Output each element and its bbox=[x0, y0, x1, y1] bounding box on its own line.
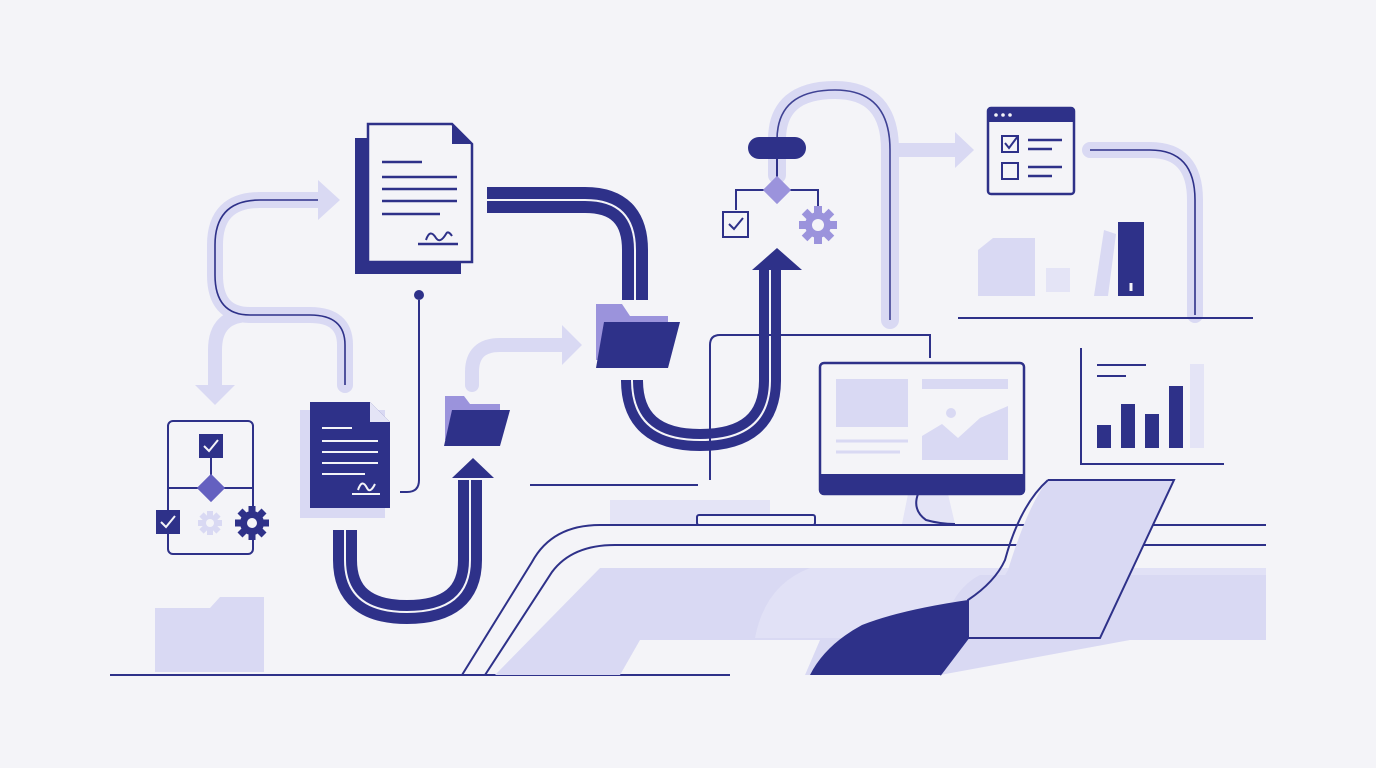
folder-icon bbox=[155, 597, 264, 672]
thin-lines bbox=[110, 290, 1253, 676]
arrow-head-icon bbox=[452, 458, 494, 478]
signed-document-icon bbox=[355, 122, 474, 274]
dark-pipe-highlights bbox=[344, 199, 771, 614]
arrow-head-icon bbox=[955, 132, 974, 168]
dark-arrow-heads bbox=[452, 248, 802, 478]
arrow-head-icon bbox=[195, 385, 235, 405]
light-arrow-heads bbox=[195, 132, 974, 405]
office-chair-icon bbox=[810, 479, 1176, 676]
arrow-head-icon bbox=[318, 180, 340, 220]
shelf-items bbox=[978, 222, 1144, 296]
checklist-window-icon bbox=[986, 106, 1076, 196]
workflow-panel-icon bbox=[156, 420, 269, 555]
gear-icon bbox=[799, 206, 837, 244]
desktop-monitor-icon bbox=[610, 361, 1026, 526]
binder-icon bbox=[1094, 230, 1116, 296]
workflow-flowchart-icon bbox=[722, 137, 837, 244]
open-folder-icon bbox=[596, 304, 680, 368]
gear-icon bbox=[198, 511, 222, 535]
light-connector-inner-lines bbox=[214, 89, 1196, 385]
arrow-head-icon bbox=[562, 325, 582, 365]
bar-chart-icon bbox=[1080, 348, 1224, 465]
folder-icon bbox=[444, 396, 510, 446]
arrow-head-icon bbox=[752, 248, 802, 270]
document-icon bbox=[300, 402, 390, 518]
gear-icon bbox=[235, 506, 269, 540]
